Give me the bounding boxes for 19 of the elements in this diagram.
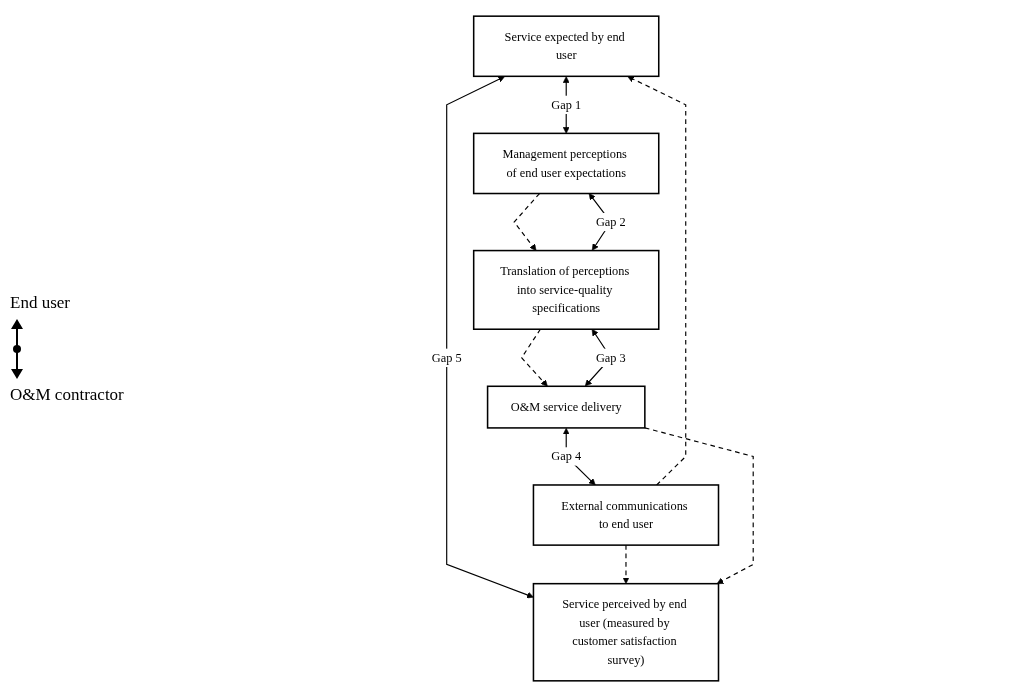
node-box: O&M service delivery: [486, 385, 646, 429]
arrow: [627, 75, 687, 486]
edge-label: Gap 3: [595, 350, 626, 364]
node-box: Management perceptions of end user expectations: [472, 132, 660, 195]
arrow: [513, 192, 541, 251]
side-label: End user: [10, 292, 70, 313]
side-label: O&M contractor: [10, 384, 124, 405]
node-box: Service perceived by end user (measured by customer satisfaction survey): [532, 582, 720, 682]
node-box: Translation of perceptions into service-quality specifications: [472, 249, 660, 330]
arrow: [446, 76, 534, 599]
arrow: [622, 544, 630, 584]
edge-label: Gap 5: [431, 350, 462, 364]
edge-label: Gap 1: [551, 97, 582, 112]
node-box: Service expected by end user: [472, 15, 660, 78]
edge-label: Gap 2: [595, 215, 626, 229]
arrow: [520, 328, 548, 387]
node-box: External communications to end user: [532, 484, 720, 546]
arrow: [644, 427, 754, 584]
edge-label: Gap 4: [551, 449, 582, 463]
